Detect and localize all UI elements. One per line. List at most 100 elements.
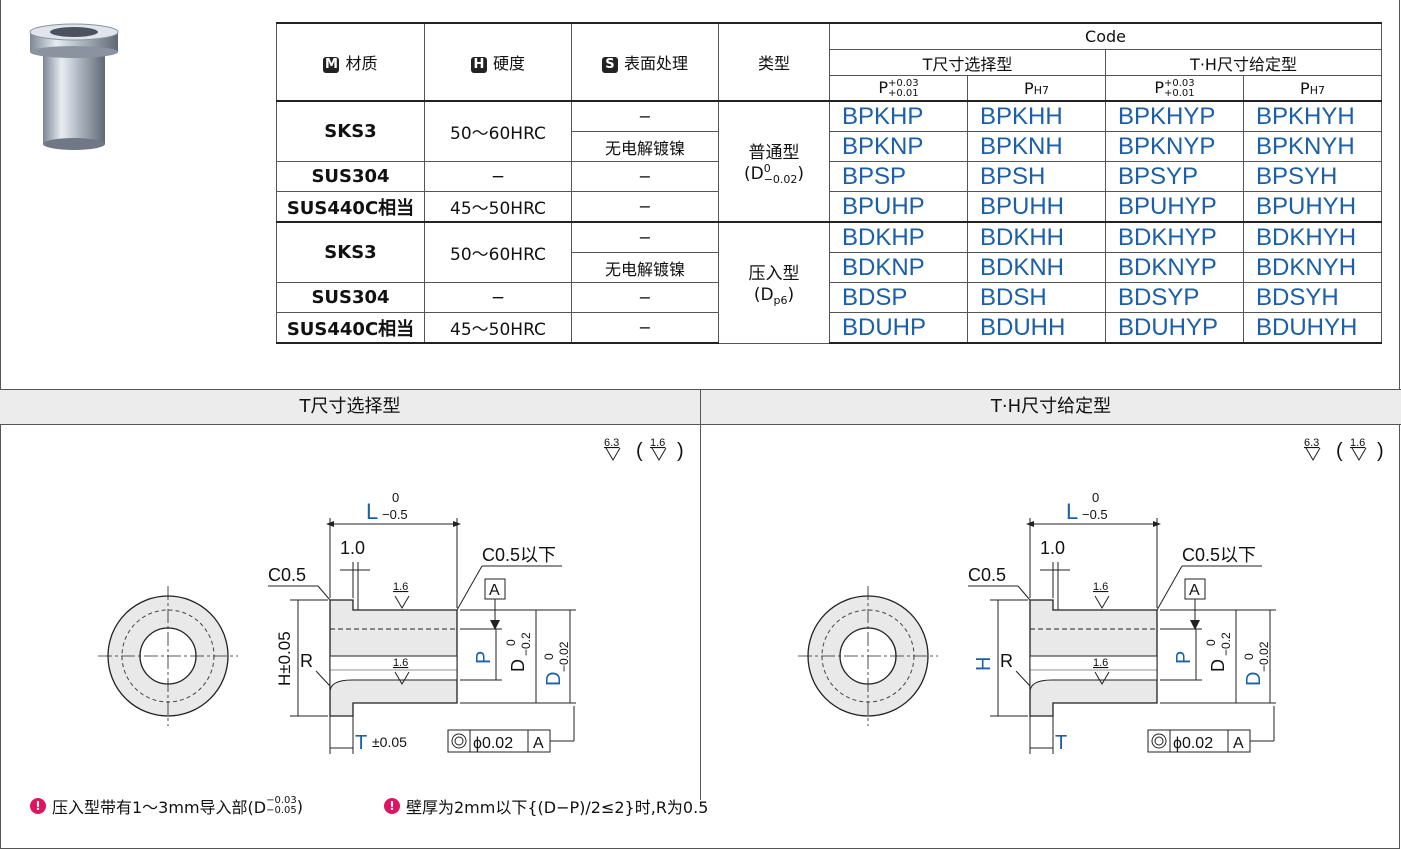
part-code-cell: BDUHP	[829, 312, 968, 344]
svg-text:−0.5: −0.5	[382, 507, 408, 522]
svg-text:1.6: 1.6	[1093, 581, 1108, 593]
hardness-cell: −	[424, 161, 572, 192]
dim-T: T	[355, 732, 367, 754]
surface-cell: 无电解镀镍	[571, 131, 719, 162]
part-code-cell: BPKNP	[829, 131, 968, 162]
part-code-cell: BDUHYP	[1105, 312, 1244, 344]
surface-cell: −	[571, 282, 719, 313]
dim-H: H±0.05	[275, 631, 294, 686]
hardness-cell: 45～50HRC	[424, 191, 572, 223]
roughness-alt-label: 1.6	[1350, 437, 1365, 449]
dim-H: H	[973, 657, 995, 671]
svg-text:): )	[677, 440, 684, 462]
part-code-cell: BDKNYP	[1105, 252, 1244, 283]
part-code-cell: BDKHH	[967, 221, 1106, 253]
part-code-cell: BPKHYH	[1243, 100, 1382, 132]
surface-cell: −	[571, 100, 719, 132]
header-th-given: T·H尺寸给定型	[1105, 49, 1382, 76]
dim-D2: D	[543, 672, 565, 686]
header-type: 类型	[718, 22, 830, 102]
part-code-cell: BDSP	[829, 282, 968, 313]
part-code-cell: BDUHH	[967, 312, 1106, 344]
svg-text:−0.2: −0.2	[519, 632, 533, 656]
dim-P: P	[1173, 651, 1195, 664]
chamfer-below-label: C0.5以下	[482, 545, 556, 565]
svg-text:−0.02: −0.02	[557, 641, 571, 672]
datum-A: A	[1189, 582, 1200, 599]
header-ph7-th: PH7	[1243, 75, 1382, 102]
panel-divider	[700, 390, 701, 800]
part-code-cell: BPUHH	[967, 191, 1106, 223]
svg-text:(: (	[636, 440, 643, 462]
dim-L: L	[366, 499, 378, 524]
roughness-main-label: 6.3	[1304, 437, 1319, 449]
part-code-cell: BDKNP	[829, 252, 968, 283]
hardness-cell: 50～60HRC	[424, 221, 572, 283]
svg-text:): )	[1377, 440, 1384, 462]
chamfer-label: C0.5	[968, 565, 1006, 585]
dim-1-0: 1.0	[1040, 538, 1065, 558]
dim-D1: D	[1208, 659, 1228, 672]
coaxiality-tolerance: ϕ0.02	[473, 735, 513, 752]
hardness-cell: −	[424, 282, 572, 313]
dim-T: T	[1055, 732, 1067, 754]
svg-text:(: (	[1336, 440, 1343, 462]
roughness-main-label: 6.3	[604, 437, 619, 449]
svg-text:0: 0	[392, 490, 399, 505]
part-code-cell: BDKNYH	[1243, 252, 1382, 283]
part-code-cell: BPUHYP	[1105, 191, 1244, 223]
note-wall-thickness: ! 壁厚为2mm以下{(D−P)/2≤2}时,R为0.5	[384, 794, 708, 818]
header-code: Code	[829, 22, 1382, 50]
warning-icon: !	[384, 798, 400, 814]
part-code-cell: BDKHYH	[1243, 221, 1382, 253]
header-ph7: PH7	[967, 75, 1106, 102]
svg-text:A: A	[533, 735, 544, 752]
surface-cell: −	[571, 312, 719, 344]
part-code-cell: BPKHH	[967, 100, 1106, 132]
dim-R: R	[1000, 651, 1013, 671]
part-code-cell: BDSYP	[1105, 282, 1244, 313]
svg-text:−0.5: −0.5	[1082, 507, 1108, 522]
chamfer-label: C0.5	[268, 565, 306, 585]
part-code-cell: BPSYH	[1243, 161, 1382, 192]
material-cell: SUS304	[276, 161, 425, 192]
dim-R: R	[300, 651, 313, 671]
svg-text:A: A	[1233, 735, 1244, 752]
material-cell: SUS440C相当	[276, 191, 425, 223]
datum-A: A	[489, 582, 500, 599]
surface-cell: 无电解镀镍	[571, 252, 719, 283]
part-code-cell: BDSYH	[1243, 282, 1382, 313]
part-code-cell: BPKHP	[829, 100, 968, 132]
hardness-badge: H	[470, 57, 487, 73]
roughness-alt-label: 1.6	[650, 437, 665, 449]
surface-cell: −	[571, 191, 719, 223]
dim-L: L	[1066, 499, 1078, 524]
product-photo	[29, 23, 119, 150]
part-code-cell: BDUHYH	[1243, 312, 1382, 344]
hardness-cell: 45～50HRC	[424, 312, 572, 344]
material-cell: SKS3	[276, 100, 425, 162]
warning-icon: !	[30, 798, 46, 814]
note-press-fit: ! 压入型带有1～3mm导入部(D−0.03−0.05)	[30, 794, 303, 818]
part-code-cell: BPKNYH	[1243, 131, 1382, 162]
surface-cell: −	[571, 221, 719, 253]
svg-text:1.6: 1.6	[1093, 657, 1108, 669]
part-code-cell: BPKHYP	[1105, 100, 1244, 132]
svg-text:1.6: 1.6	[393, 657, 408, 669]
material-cell: SUS304	[276, 282, 425, 313]
part-code-cell: BPSH	[967, 161, 1106, 192]
svg-text:0: 0	[1092, 490, 1099, 505]
svg-text:−0.2: −0.2	[1219, 632, 1233, 656]
material-badge: M	[323, 57, 340, 73]
chamfer-below-label: C0.5以下	[1182, 545, 1256, 565]
surface-cell: −	[571, 161, 719, 192]
dim-P: P	[473, 651, 495, 664]
